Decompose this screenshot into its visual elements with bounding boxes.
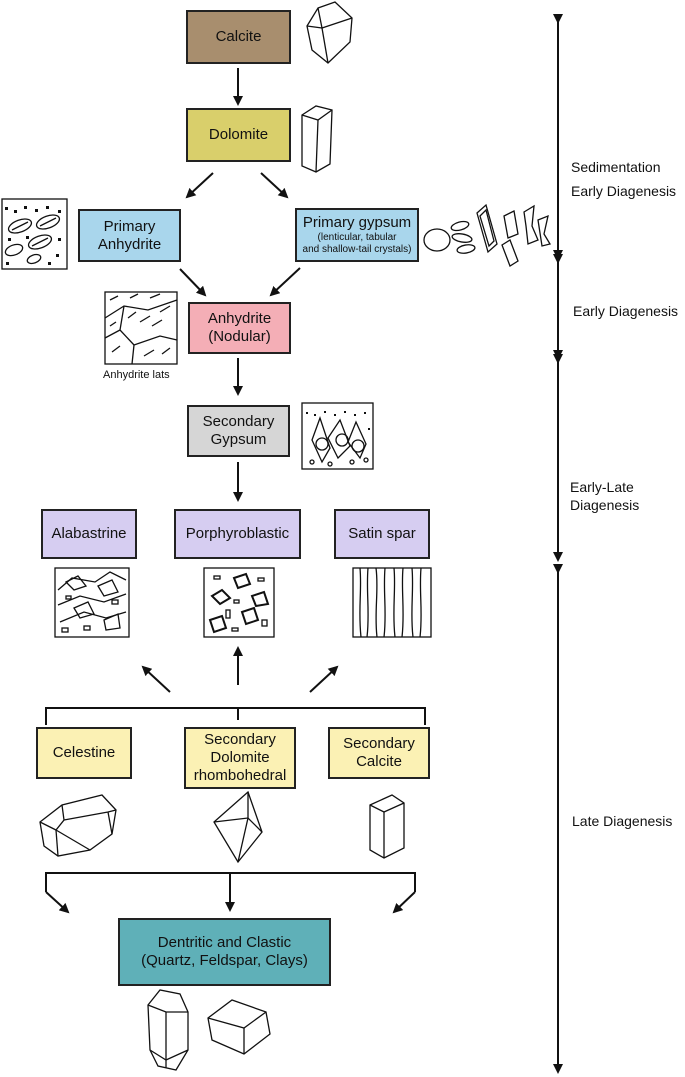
satin-spar-box: Satin spar xyxy=(334,509,430,559)
primary-anhydrite-label-2: Anhydrite xyxy=(97,235,162,253)
alabastrine-texture-icon xyxy=(54,567,130,638)
secondary-dolomite-label-2: Dolomite xyxy=(210,749,270,766)
primary-anhydrite-box: Primary Anhydrite xyxy=(78,209,181,262)
detrital-label-2: (Quartz, Feldspar, Clays) xyxy=(141,952,308,969)
quartz-crystal-icon xyxy=(147,989,189,1071)
flow-arrows xyxy=(45,68,426,914)
secondary-dolomite-crystal-icon xyxy=(213,790,263,864)
primary-anhydrite-label-1: Primary xyxy=(103,217,156,235)
arrow-up-left xyxy=(141,665,171,693)
secondary-gypsum-label-1: Secondary xyxy=(202,413,275,430)
calcite-box: Calcite xyxy=(186,10,291,64)
alabastrine-label: Alabastrine xyxy=(51,525,127,542)
arrow-gypsum-nodular xyxy=(269,267,301,297)
primary-gypsum-box: Primary gypsum (lenticular, tabular and … xyxy=(295,208,419,262)
secondary-dolomite-box: Secondary Dolomite rhombohedral xyxy=(184,727,296,789)
celestine-label: Celestine xyxy=(52,744,116,761)
dolomite-label: Dolomite xyxy=(208,126,269,143)
primary-gypsum-note-1: (lenticular, tabular xyxy=(317,232,397,243)
satin-spar-label: Satin spar xyxy=(348,525,416,542)
porphyroblastic-label: Porphyroblastic xyxy=(185,525,290,542)
secondary-calcite-label-2: Calcite xyxy=(356,753,402,770)
detrital-box: Dentritic and Clastic (Quartz, Feldspar,… xyxy=(118,918,331,986)
upper-bracket xyxy=(45,707,426,725)
arrow-up-right xyxy=(309,665,339,693)
secondary-dolomite-label-1: Secondary xyxy=(204,731,276,748)
stage-early-late-line-2: Diagenesis xyxy=(570,497,640,513)
arrow-anhydrite-nodular xyxy=(179,268,207,297)
anhydrite-nodular-box: Anhydrite (Nodular) xyxy=(188,302,291,354)
secondary-gypsum-sketch-icon xyxy=(301,402,374,470)
primary-gypsum-crystals-icon xyxy=(423,203,552,267)
alabastrine-box: Alabastrine xyxy=(41,509,137,559)
stage-early-label: Early Diagenesis xyxy=(573,303,679,319)
secondary-dolomite-label-3: rhombohedral xyxy=(193,767,287,784)
dolomite-crystal-icon xyxy=(301,105,333,173)
secondary-calcite-label-1: Secondary xyxy=(343,735,415,752)
dolomite-box: Dolomite xyxy=(186,108,291,162)
celestine-crystal-icon xyxy=(39,794,117,857)
anhydrite-lats-caption: Anhydrite lats xyxy=(103,369,170,381)
arrow-dolomite-anhydrite xyxy=(185,172,214,199)
secondary-gypsum-label-2: Gypsum xyxy=(210,431,267,448)
arrow-dolomite-gypsum xyxy=(260,172,289,199)
stage-sedimentation-line-1: Sedimentation xyxy=(571,159,661,175)
anhydrite-nodular-label-1: Anhydrite xyxy=(207,310,272,327)
satin-spar-texture-icon xyxy=(352,567,432,638)
porphyroblastic-box: Porphyroblastic xyxy=(174,509,301,559)
secondary-gypsum-box: Secondary Gypsum xyxy=(187,405,290,457)
anhydrite-lats-sketch-icon xyxy=(104,291,178,365)
primary-anhydrite-sketch-icon xyxy=(1,198,68,270)
calcite-crystal-icon xyxy=(306,1,353,64)
stage-early-late-label: Early-Late Diagenesis xyxy=(570,478,639,514)
calcite-label: Calcite xyxy=(215,28,262,45)
secondary-calcite-box: Secondary Calcite xyxy=(328,727,430,779)
stage-sedimentation-label: Sedimentation Early Diagenesis xyxy=(571,158,676,200)
porphyroblastic-texture-icon xyxy=(203,567,275,638)
secondary-calcite-crystal-icon xyxy=(369,794,405,859)
stage-late-label: Late Diagenesis xyxy=(572,813,673,829)
stage-sedimentation-line-2: Early Diagenesis xyxy=(571,183,677,199)
feldspar-crystal-icon xyxy=(207,999,271,1055)
stage-early-late-line-1: Early-Late xyxy=(570,479,634,495)
primary-gypsum-note-2: and shallow-tail crystals) xyxy=(302,244,412,255)
primary-gypsum-label: Primary gypsum xyxy=(302,214,412,231)
celestine-box: Celestine xyxy=(36,727,132,779)
anhydrite-nodular-label-2: (Nodular) xyxy=(208,328,271,345)
detrital-label-1: Dentritic and Clastic xyxy=(157,934,292,951)
